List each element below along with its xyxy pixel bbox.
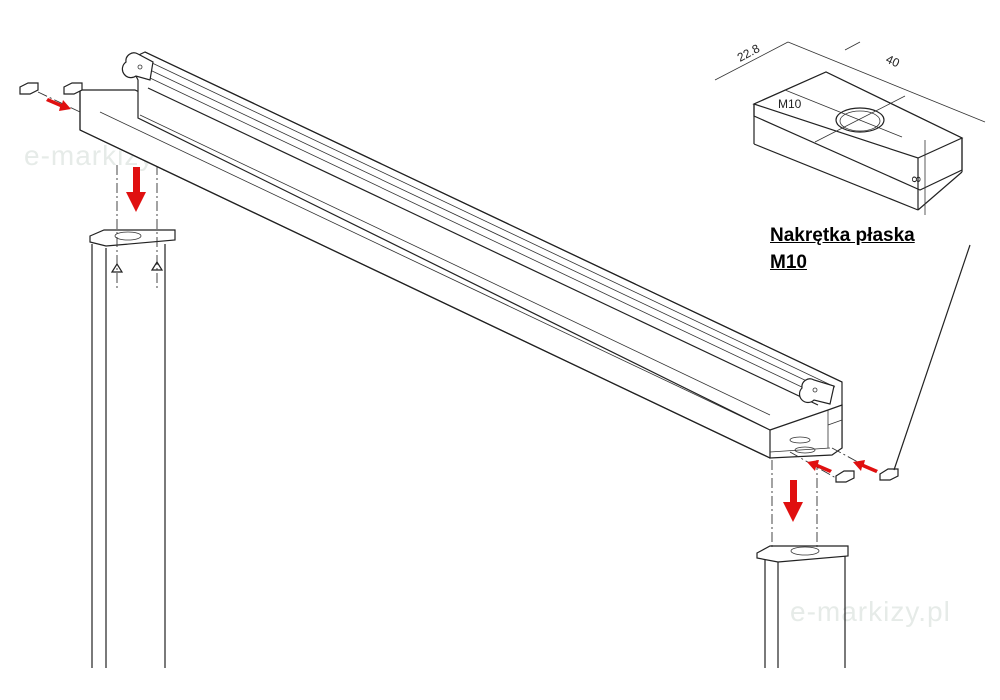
nut-detail-drawing	[714, 41, 986, 215]
red-arrow	[46, 98, 878, 522]
dimension-height: 8	[909, 176, 923, 183]
left-post	[89, 165, 176, 668]
beam	[79, 51, 843, 459]
dimension-width: 22.8	[735, 41, 762, 64]
dimension-thread: M10	[778, 97, 802, 111]
flat-nut	[19, 82, 899, 483]
watermark-bottom-right: e-markizy.pl	[790, 596, 951, 627]
right-post	[756, 460, 849, 668]
part-label-line1: Nakrętka płaska	[770, 225, 915, 246]
dimension-length: 40	[884, 52, 902, 70]
part-label-line2: M10	[770, 252, 807, 273]
leader-line	[893, 244, 971, 471]
